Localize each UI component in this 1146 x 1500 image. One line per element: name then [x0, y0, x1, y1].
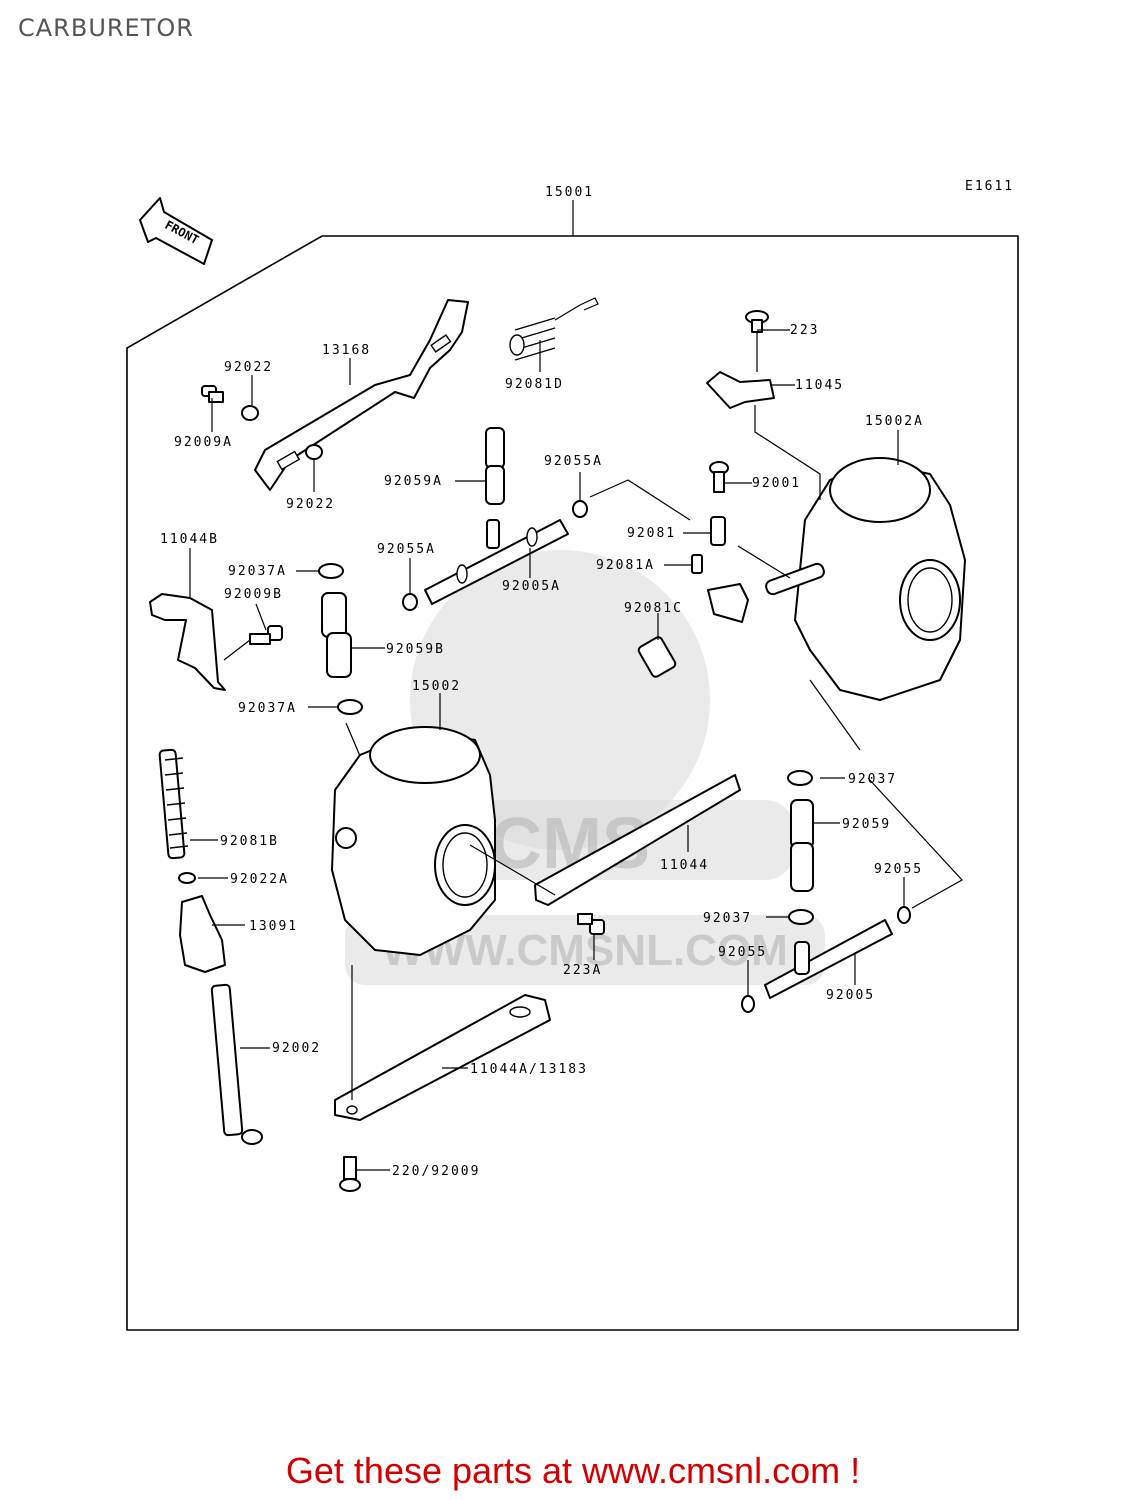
- kit-frame: [126, 235, 1019, 1331]
- washer-92022a: [178, 872, 196, 884]
- label-92081a: 92081A: [596, 558, 655, 573]
- label-92009a: 92009A: [174, 435, 233, 450]
- label-92005: 92005: [826, 988, 875, 1003]
- sleeve-92059a: [485, 427, 505, 505]
- leader-lines: [189, 329, 963, 1171]
- label-11045: 11045: [795, 378, 844, 393]
- label-15001: 15001: [545, 185, 594, 200]
- label-92081: 92081: [627, 526, 676, 541]
- label-92055a-mid: 92055A: [377, 542, 436, 557]
- label-92037-low: 92037: [703, 911, 752, 926]
- fuel-joint-92005: [764, 919, 893, 999]
- label-92037a-top: 92037A: [228, 564, 287, 579]
- screw-92009b: [249, 625, 283, 645]
- label-11044b: 11044B: [160, 532, 219, 547]
- label-11044: 11044: [660, 858, 709, 873]
- diagram-code: E1611: [965, 179, 1014, 194]
- screw-92009a: [201, 385, 224, 403]
- label-223: 223: [790, 323, 819, 338]
- label-92022a: 92022A: [230, 872, 289, 887]
- label-92059a: 92059A: [384, 474, 443, 489]
- label-92005a: 92005A: [502, 579, 561, 594]
- choke-bracket-11044b: [149, 593, 226, 691]
- screw-92002: [210, 983, 263, 1145]
- footer-link[interactable]: Get these parts at www.cmsnl.com !: [285, 1450, 861, 1491]
- label-92037a-bottom: 92037A: [238, 701, 297, 716]
- screw-92001: [709, 461, 729, 493]
- label-11044a-13183: 11044A/13183: [470, 1062, 588, 1077]
- clip-92037a-top: [318, 563, 344, 579]
- label-13168: 13168: [322, 343, 371, 358]
- washer-92022-top: [241, 405, 259, 421]
- label-92037-right: 92037: [848, 772, 897, 787]
- label-92022-top: 92022: [224, 360, 273, 375]
- fuel-joint-92005a: [424, 519, 569, 605]
- label-92081b: 92081B: [220, 834, 279, 849]
- spring-92081d: [509, 297, 599, 361]
- spring-92081: [710, 516, 726, 546]
- screw-223: [745, 310, 769, 333]
- carburetor-15002a: [707, 457, 966, 701]
- label-223a: 223A: [563, 963, 602, 978]
- plate-11044: [534, 774, 741, 906]
- plate-11044a: [334, 994, 551, 1121]
- label-92009b: 92009B: [224, 587, 283, 602]
- label-15002: 15002: [412, 679, 461, 694]
- front-arrow-icon: FRONT: [139, 197, 213, 265]
- washer-92022-bottom: [305, 444, 323, 460]
- label-92081d: 92081D: [505, 377, 564, 392]
- spring-92081b: [158, 748, 189, 860]
- carburetor-15002: [331, 726, 496, 956]
- o-ring-92055-right: [897, 906, 911, 924]
- clip-92037-right: [787, 770, 813, 786]
- sleeve-92059: [790, 799, 814, 892]
- label-92055-right: 92055: [874, 862, 923, 877]
- label-92055-low: 92055: [718, 945, 767, 960]
- part-labels: 15001 E1611 223 11045 15002A 92022 13168…: [160, 179, 1014, 1179]
- label-220-92009: 220/92009: [392, 1164, 480, 1179]
- cable-holder-11045: [706, 371, 775, 409]
- o-ring-92055a-top: [572, 500, 588, 518]
- throttle-bracket-13168: [254, 299, 469, 491]
- screw-220: [339, 1156, 361, 1192]
- label-92059b: 92059B: [386, 642, 445, 657]
- label-92055a-top: 92055A: [544, 454, 603, 469]
- o-ring-92055a-mid: [402, 593, 418, 611]
- label-92022-bottom: 92022: [286, 497, 335, 512]
- screw-223a: [577, 913, 605, 935]
- label-92081c: 92081C: [624, 601, 683, 616]
- label-92001: 92001: [752, 476, 801, 491]
- o-ring-92055-low: [741, 995, 755, 1013]
- label-92002: 92002: [272, 1041, 321, 1056]
- spring-92081c: [637, 636, 677, 678]
- label-15002a: 15002A: [865, 414, 924, 429]
- label-92059: 92059: [842, 817, 891, 832]
- page-title: CARBURETOR: [18, 14, 194, 42]
- sleeve-92059b: [321, 592, 352, 678]
- clip-92037a-bottom: [337, 699, 363, 715]
- plunger-13091: [179, 895, 226, 973]
- spring-92081a: [691, 554, 703, 574]
- clip-92037-low: [788, 909, 814, 925]
- label-13091: 13091: [249, 919, 298, 934]
